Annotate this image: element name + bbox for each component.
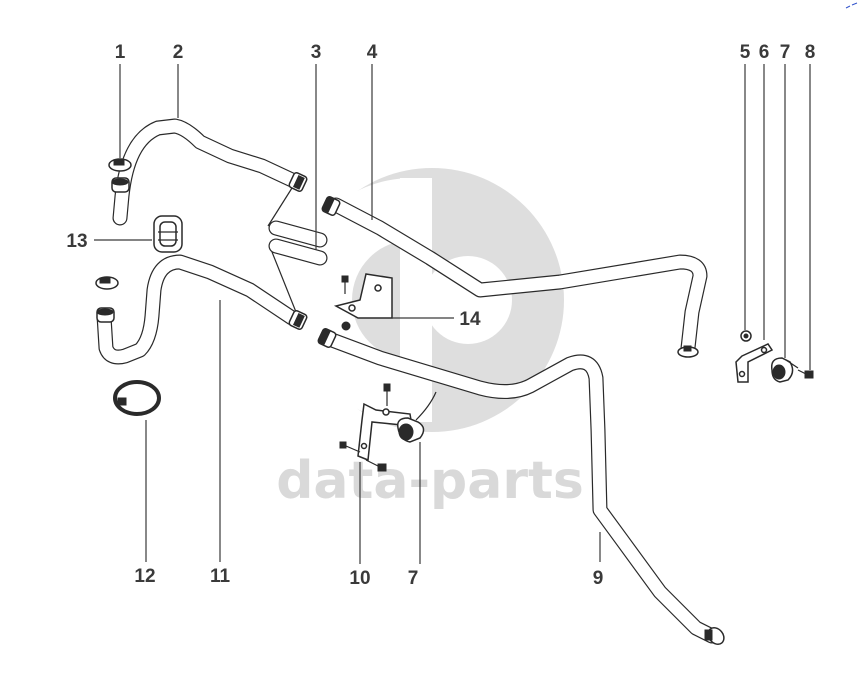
bracket-10 [339,383,413,472]
callout-7-bottom: 7 [408,568,419,589]
callout-3: 3 [311,42,322,63]
bracket-14 [333,273,393,331]
callout-5: 5 [740,42,751,63]
bracket-6 [735,343,774,383]
leader-lines [94,64,811,564]
hose-clamps [288,172,725,645]
p-clamp-7-upper [770,357,799,383]
hose-9 [324,332,720,644]
callout-9: 9 [593,568,604,589]
nut-5 [740,330,752,342]
callout-7-top: 7 [780,42,791,63]
p-clamp-7-lower [396,391,437,443]
callout-12: 12 [134,566,155,587]
clamp-1 [108,158,132,193]
callout-4: 4 [367,42,378,63]
callout-14: 14 [459,309,481,330]
callout-1: 1 [115,42,126,63]
clamp-ring-12 [113,380,161,416]
hose-4 [328,197,708,356]
hose-11 [96,254,300,365]
callout-11: 11 [210,566,231,587]
watermark-text: data-parts [276,451,584,511]
bolt-8 [797,369,814,379]
callout-13: 13 [66,231,87,252]
pipe-3 [267,187,328,313]
corner-mark [845,2,858,9]
callout-10: 10 [349,568,370,589]
callout-8: 8 [805,42,816,63]
grommet-13 [153,215,183,253]
hose-2 [112,118,300,226]
clamp-lower [95,276,119,323]
callout-6: 6 [759,42,770,63]
callout-labels: 1 2 3 4 5 6 7 8 13 14 12 11 10 7 9 [66,42,815,589]
callout-2: 2 [173,42,184,63]
